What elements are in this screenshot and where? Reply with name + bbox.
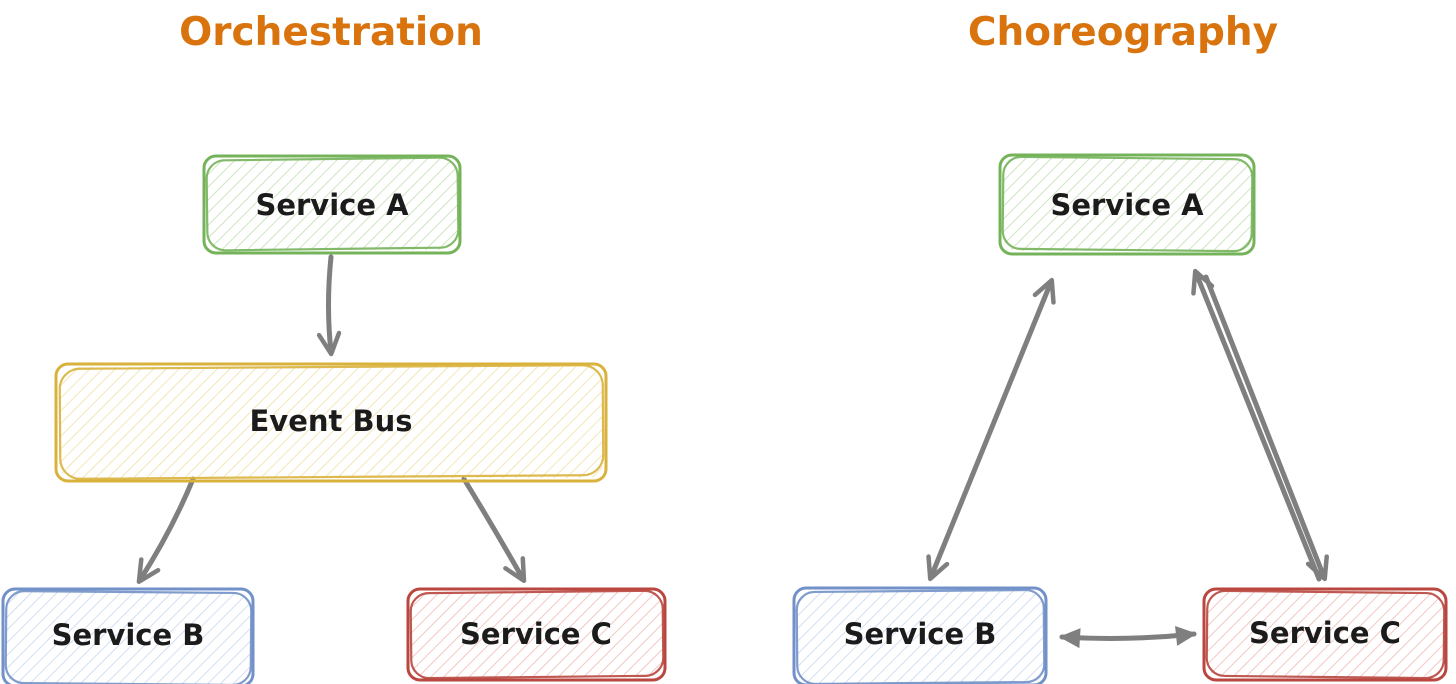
orchestration-diagram: Orchestration Service A Event Bus Servic… — [1, 10, 667, 684]
arrow-servicea-to-eventbus — [316, 254, 342, 357]
service-c-border-sketch — [1205, 589, 1446, 680]
choreography-title: Choreography — [968, 10, 1278, 55]
service-b-fill — [6, 592, 250, 684]
node-orchestration-service-a: Service A — [202, 154, 462, 255]
node-orchestration-service-b: Service B — [1, 587, 255, 684]
arrow-serviceb-servicec-bidirectional — [1059, 625, 1197, 649]
service-b-label: Service B — [844, 617, 997, 651]
service-a-border-sketch — [205, 156, 460, 252]
service-b-border-sketch — [4, 589, 253, 684]
service-c-border-sketch — [409, 589, 665, 680]
service-c-label: Service C — [1249, 616, 1401, 650]
node-choreography-service-a: Service A — [998, 153, 1256, 256]
node-orchestration-service-c: Service C — [406, 587, 667, 682]
service-b-label: Service B — [52, 618, 205, 652]
arrow-eventbus-to-serviceb — [136, 476, 196, 584]
node-choreography-service-b: Service B — [792, 586, 1048, 684]
event-bus-border-sketch — [58, 364, 605, 480]
service-c-fill — [411, 592, 662, 677]
service-b-border-sketch — [795, 588, 1046, 684]
arrow-serviceb-servicea-bidirectional — [926, 277, 1056, 582]
arrow-servicec-to-servicea — [1191, 268, 1322, 582]
orchestration-title: Orchestration — [179, 10, 483, 55]
service-c-fill — [1207, 592, 1443, 677]
service-a-border — [202, 154, 462, 255]
arrow-servicea-to-servicec — [1203, 274, 1329, 582]
service-a-label: Service A — [255, 188, 409, 222]
node-orchestration-event-bus: Event Bus — [54, 362, 608, 483]
service-a-border-sketch — [1001, 155, 1254, 253]
event-bus-border — [54, 362, 608, 483]
service-c-label: Service C — [460, 617, 612, 651]
arrow-eventbus-to-servicec — [461, 476, 527, 583]
service-c-border — [1202, 587, 1448, 682]
service-b-fill — [797, 591, 1043, 684]
service-a-fill — [1003, 158, 1251, 251]
service-a-fill — [207, 159, 457, 250]
service-a-border — [998, 153, 1256, 256]
choreography-diagram: Choreography Service A Service B Service… — [792, 10, 1448, 684]
service-a-label: Service A — [1050, 188, 1204, 222]
event-bus-fill — [59, 367, 603, 478]
event-bus-label: Event Bus — [250, 404, 413, 438]
service-b-border — [1, 587, 255, 684]
service-c-border — [406, 587, 667, 682]
service-b-border — [792, 586, 1048, 684]
node-choreography-service-c: Service C — [1202, 587, 1448, 682]
